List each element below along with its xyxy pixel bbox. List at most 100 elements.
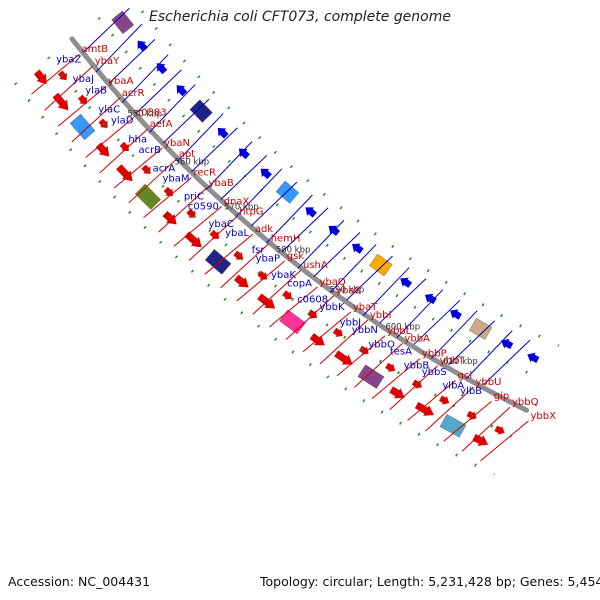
gene-label-ybaa: ybaA <box>108 76 133 87</box>
plus-gene-arrow-b-15 <box>385 362 396 373</box>
gene-label-ybaq: ybaQ <box>319 277 345 288</box>
plus-gene-arrow-b-19 <box>494 425 505 435</box>
plus-gene-arrow-19 <box>472 434 489 446</box>
gene-label-ybbb: ybbB <box>404 361 430 372</box>
leader-copa <box>313 232 361 277</box>
leader-ybbk <box>346 255 393 301</box>
gene-label-ybbo: ybbO <box>368 340 395 351</box>
leader-ybab <box>158 187 207 233</box>
minus-gene-arrow-6 <box>217 127 229 139</box>
plus-feature-box-9 <box>204 249 232 275</box>
gene-label-acrr: acrR <box>122 88 145 99</box>
gene-label-ylac: ylaC <box>98 105 120 116</box>
minus-gene-arrow-7 <box>238 148 250 160</box>
gene-label-ybam: ybaM <box>162 174 189 185</box>
minus-gene-arrow-18 <box>501 338 514 350</box>
gene-label-ybbl: ybbL <box>387 326 412 337</box>
plus-gene-arrow-10 <box>233 274 249 288</box>
plus-gene-arrow-8 <box>184 231 202 248</box>
plus-gene-arrow-b-7 <box>186 208 196 218</box>
gene-label-ylad: ylaD <box>111 116 134 127</box>
leader-ybbl <box>336 335 386 377</box>
leader-amtb <box>31 53 80 95</box>
minus-feature-box-17 <box>469 318 493 340</box>
plus-feature-box-18 <box>439 414 467 438</box>
gene-label-ybac: ybaC <box>208 219 233 230</box>
gene-label-ybay: ybaY <box>95 56 120 67</box>
plus-gene-arrow-b-8 <box>209 229 220 239</box>
leader-c0608 <box>329 244 377 293</box>
leader-acra <box>176 113 224 162</box>
tick-label-560-kbp: 560 kbp <box>175 157 210 167</box>
gene-label-ybaz: ybaZ <box>56 54 81 65</box>
gene-label-htpg: htpG <box>239 206 263 217</box>
minus-gene-arrow-16 <box>450 309 462 320</box>
tick-label-610-kbp: 610 kbp <box>443 357 478 367</box>
leader-gip <box>443 400 493 442</box>
leader-adk <box>204 233 254 275</box>
leader-usha <box>252 269 302 315</box>
gene-label-amtb: amtB <box>82 44 109 55</box>
plus-gene-arrow-17 <box>414 401 434 416</box>
leader-aefa <box>99 128 149 174</box>
gene-label-yban: ybaN <box>164 138 190 149</box>
leader-fsr <box>266 194 313 244</box>
leader-ybak <box>297 219 345 269</box>
leader-ybac <box>235 168 283 218</box>
leader-ybat <box>302 311 352 353</box>
plus-gene-arrow-b-9 <box>233 250 243 260</box>
gene-labels: amtBybaYybaAacrRc0583aefAybaNaptrecRybaB… <box>56 44 556 422</box>
gene-label-ybba: ybbA <box>404 333 430 344</box>
plus-gene-arrow-16 <box>389 386 405 399</box>
leader-gcl <box>407 380 456 421</box>
minus-gene-arrow-3 <box>156 63 168 75</box>
gene-label-gip: gip <box>494 391 509 402</box>
leader-ybbp <box>371 358 421 400</box>
leader-ybbo <box>396 289 444 339</box>
tick-label-570-kbp: 570 kbp <box>224 203 259 213</box>
gene-label-ybaj: ybaJ <box>73 74 94 85</box>
plus-gene-arrow-2 <box>52 92 69 111</box>
plus-gene-arrow-11 <box>257 293 276 309</box>
tick-label-550-kbp: 550 kbp <box>127 109 162 119</box>
plus-gene-arrow-b-17 <box>439 395 450 405</box>
leader-ybal <box>250 181 298 227</box>
gene-label-usha: ushA <box>303 260 328 271</box>
gene-label-fsr: fsr <box>252 245 266 256</box>
page-title: Escherichia coli CFT073, complete genome <box>149 9 451 25</box>
gene-label-ybbs: ybbS <box>422 367 447 378</box>
minus-feature-box-1 <box>111 10 135 35</box>
leader-ybbb <box>430 310 478 360</box>
plus-gene-arrow-b-3 <box>98 118 108 128</box>
leader-ybap <box>281 207 329 253</box>
gene-label-ylba: ylbA <box>442 381 464 392</box>
gene-label-gsk: gsk <box>287 251 305 262</box>
leader-ybaq <box>269 286 318 328</box>
leader-ybbn <box>379 278 427 324</box>
gene-label-acra: acrA <box>153 164 176 175</box>
plus-gene-arrow-4 <box>95 142 110 157</box>
lane-guide-1 <box>131 0 560 348</box>
leader-ylab <box>108 39 156 84</box>
gene-label-pric: priC <box>184 192 204 203</box>
leader-hemh <box>220 243 270 289</box>
gene-label-ybbu: ybbU <box>476 377 502 388</box>
leader-ybaj <box>95 23 143 73</box>
minus-gene-arrow-10 <box>305 207 317 218</box>
leader-acrr <box>71 97 121 143</box>
gene-label-ybat: ybaT <box>353 302 378 313</box>
plus-feature-box-15 <box>357 364 385 389</box>
gene-label-recr: recR <box>194 168 217 179</box>
leader-c0590 <box>220 154 268 200</box>
leader-dnax <box>173 205 223 247</box>
leader-ybbt <box>389 365 438 411</box>
leader-yban <box>113 147 163 189</box>
plus-gene-arrow-b-2 <box>77 94 87 105</box>
plus-gene-arrow-b-14 <box>358 345 369 355</box>
leader-ybam <box>191 127 238 173</box>
gene-blocks <box>33 10 540 446</box>
lane-guide-4 <box>14 82 496 477</box>
plus-gene-arrow-5 <box>116 164 133 182</box>
plus-gene-arrow-b-5 <box>141 164 151 174</box>
